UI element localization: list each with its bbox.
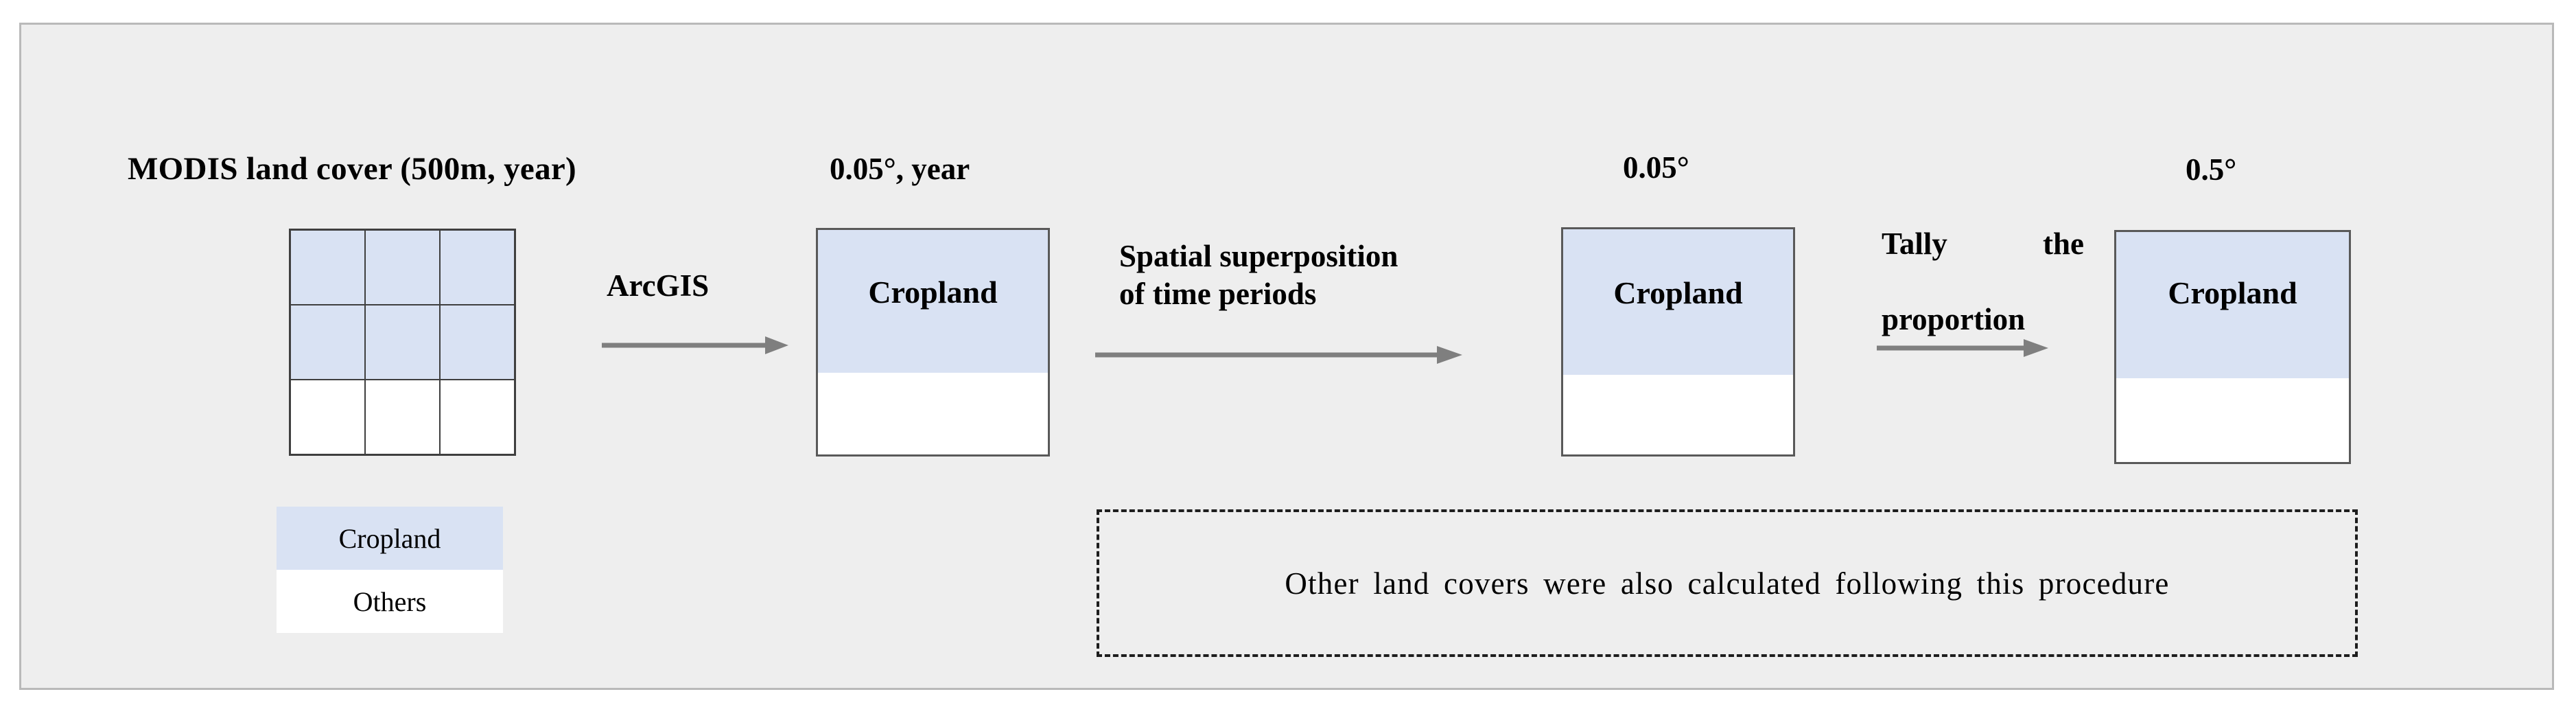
modis-title: MODIS land cover (500m, year) — [128, 151, 576, 187]
arrow-right-icon — [1877, 338, 2048, 358]
map-box-05: Cropland — [2114, 230, 2351, 464]
arrow-caption-tally: Tally the proportion — [1882, 225, 2084, 338]
cropland-fill — [818, 230, 1048, 373]
arrow-caption-superposition-line1: Spatial superposition — [1119, 239, 1398, 273]
figure-container: MODIS land cover (500m, year) Cropland O… — [19, 23, 2554, 690]
grid-cell-cropland — [441, 305, 514, 379]
arrow-right-icon — [602, 335, 788, 356]
arrow-caption-superposition: Spatial superposition of time periods — [1119, 238, 1545, 313]
arrow-caption-tally-line2: proportion — [1882, 301, 2026, 336]
legend-label-others: Others — [353, 586, 427, 617]
grid-cell-cropland — [366, 231, 439, 304]
map-box-005: Cropland — [1561, 227, 1795, 457]
note-text: Other land covers were also calculated f… — [1285, 566, 2170, 601]
cropland-fill — [2116, 232, 2349, 378]
grid-cell-cropland — [441, 231, 514, 304]
modis-land-cover-grid — [289, 229, 516, 456]
grid-cell-others — [366, 380, 439, 454]
legend-item-cropland: Cropland — [277, 507, 503, 570]
legend: Cropland Others — [277, 507, 503, 633]
note-box: Other land covers were also calculated f… — [1097, 509, 2358, 657]
legend-item-others: Others — [277, 570, 503, 633]
grid-cell-cropland — [366, 305, 439, 379]
cropland-fill — [1563, 229, 1793, 375]
grid-cell-others — [441, 380, 514, 454]
grid-cell-others — [291, 380, 364, 454]
legend-label-cropland: Cropland — [338, 522, 441, 554]
map-box-label-cropland: Cropland — [1613, 275, 1743, 310]
map-box-label-cropland: Cropland — [868, 275, 998, 310]
arrow-caption-arcgis: ArcGIS — [607, 268, 710, 303]
arrow-caption-tally-line1: Tally the — [1882, 227, 2084, 261]
grid-cell-cropland — [291, 305, 364, 379]
arrow-caption-superposition-line2: of time periods — [1119, 276, 1317, 311]
grid-cell-cropland — [291, 231, 364, 304]
stage-header-005-year: 0.05°, year — [830, 152, 970, 186]
stage-header-005: 0.05° — [1623, 150, 1689, 185]
arrow-right-icon — [1095, 345, 1462, 365]
map-box-label-cropland: Cropland — [2168, 275, 2297, 310]
map-box-005-year: Cropland — [816, 228, 1050, 457]
stage-header-05: 0.5° — [2186, 152, 2237, 187]
